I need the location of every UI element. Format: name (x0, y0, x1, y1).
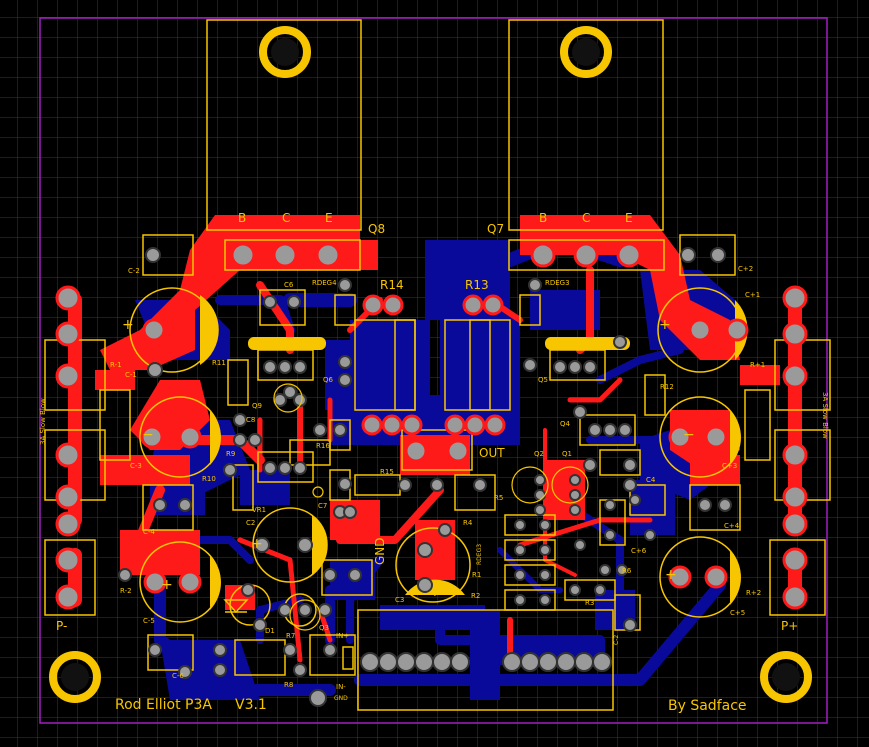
q3-label: Q3 (319, 624, 329, 632)
r15-label: R15 (380, 468, 394, 476)
board-author: By Sadface (668, 698, 747, 714)
rdeg-rot-label: RDEG3 (476, 543, 483, 565)
c3-label: C3 (395, 596, 405, 604)
c4-label: C4 (646, 476, 656, 484)
rdeg3-label: RDEG3 (545, 279, 570, 287)
q7-emitter-label: E (625, 211, 633, 225)
r9-label: R9 (226, 450, 236, 458)
r14-label: R14 (380, 278, 404, 292)
c6-label: C6 (284, 281, 294, 289)
q4-label: Q4 (560, 420, 570, 428)
out-label: OUT (479, 446, 505, 460)
r5-label: R5 (494, 494, 504, 502)
board-outline (39, 17, 828, 724)
q7-label: Q7 (487, 222, 505, 236)
c-minus-5-label: C-5 (143, 617, 155, 625)
c-minus-6-label: C-6 (172, 672, 184, 680)
c2-rot-label: C-2 (613, 634, 620, 645)
board-version: V3.1 (235, 697, 267, 713)
r-minus-1-label: R-1 (110, 361, 122, 369)
r1-label: R1 (472, 571, 482, 579)
c-plus-1-label: C+1 (745, 291, 761, 299)
c3-plus-mark: + (429, 584, 441, 600)
c-minus-3-label: C-3 (130, 462, 142, 470)
c2-label: C2 (246, 519, 256, 527)
r12-label: R12 (660, 383, 674, 391)
c-minus-4-label: C-4 (143, 528, 155, 536)
r11-label: R11 (212, 359, 226, 367)
vr1-label: VR1 (252, 506, 267, 514)
r-minus-2-label: R-2 (120, 587, 132, 595)
c-minus-1-label: C-1 (125, 371, 137, 379)
electrolytic-stripes (200, 295, 748, 610)
r-plus-2-label: R+2 (746, 589, 762, 597)
c8-label: C8 (246, 416, 256, 424)
q7-collector-label: C (582, 211, 591, 225)
r10-label: R10 (202, 475, 216, 483)
q8-base-label: B (238, 211, 247, 225)
d1-label: D1 (265, 627, 275, 635)
fuse-left-label: 3A Slow Blow (39, 398, 47, 445)
q8-emitter-label: E (325, 211, 333, 225)
q5-label: Q5 (538, 376, 548, 384)
c-plus-5-plus-mark: + (665, 567, 677, 583)
in-plus-label: IN+ (336, 632, 350, 640)
c7-label: C7 (318, 502, 328, 510)
pads-small (118, 247, 732, 707)
r2-label: R2 (471, 592, 481, 600)
c-minus-5-plus-mark: + (161, 577, 173, 593)
to247-outlines (206, 19, 665, 271)
film-cap-pills (248, 337, 630, 350)
component-outlines (44, 234, 831, 711)
gnd-small-label: GND (334, 695, 348, 702)
q6-label: Q6 (323, 376, 333, 384)
gnd-label: GND (373, 537, 387, 565)
p-plus-label: P+ (781, 619, 799, 633)
c-plus-3-minus-mark: − (683, 427, 695, 443)
r-plus-1-label: R+1 (750, 361, 766, 369)
in-minus-label: IN- (336, 683, 346, 691)
pads-large (55, 242, 808, 610)
rdeg4-label: RDEG4 (312, 279, 337, 287)
c-plus-4-label: C+4 (724, 522, 740, 530)
r13-label: R13 (465, 278, 489, 292)
c-plus-1-plus-mark: + (659, 317, 671, 333)
mounting-hole-centers (61, 38, 800, 691)
q1-label: Q1 (562, 450, 572, 458)
r6-label: R6 (622, 567, 632, 575)
board-title: Rod Elliot P3A (115, 697, 212, 713)
r16-label: R16 (316, 442, 330, 450)
diode-symbol (223, 599, 249, 614)
q8-label: Q8 (368, 222, 386, 236)
c-plus-6-label: C+6 (631, 547, 647, 555)
q7-base-label: B (539, 211, 548, 225)
mounting-holes (49, 26, 812, 703)
vr1-plus-mark: + (251, 536, 263, 552)
r4-label: R4 (463, 519, 473, 527)
c-plus-3-label: C+3 (722, 462, 738, 470)
c-minus-3-minus-mark: − (142, 427, 154, 443)
r7-label: R7 (286, 632, 296, 640)
c-minus-1-plus-mark: + (122, 317, 134, 333)
to92-outlines (273, 383, 589, 631)
c-plus-2-label: C+2 (738, 265, 754, 273)
p-minus-label: P- (56, 619, 68, 633)
q2-label: Q2 (534, 450, 544, 458)
c-minus-2-label: C-2 (128, 267, 140, 275)
q8-collector-label: C (282, 211, 291, 225)
r8-label: R8 (284, 681, 294, 689)
c-plus-5-label: C+5 (730, 609, 746, 617)
r3-label: R3 (585, 599, 595, 607)
q9-label: Q9 (252, 402, 262, 410)
fuse-right-label: 3A Slow Blow (821, 392, 829, 439)
